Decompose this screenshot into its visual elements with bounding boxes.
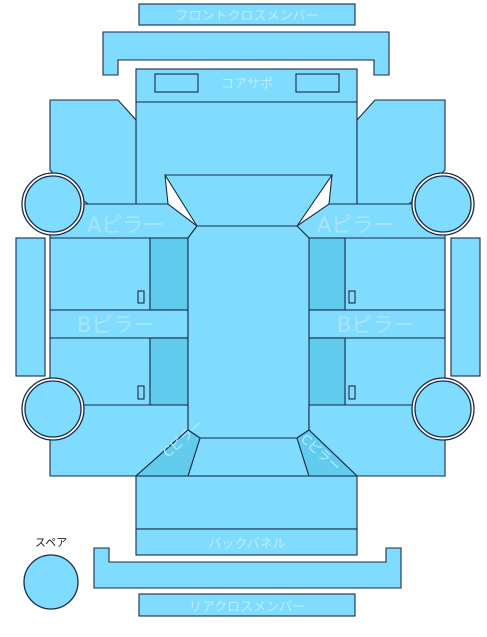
b-pillar-right[interactable]: Bピラー xyxy=(308,309,446,339)
front-cross-member-label: フロントクロスメンバー xyxy=(175,9,318,24)
a-pillar-right-label: Aピラー xyxy=(317,213,394,237)
rear-cross-member[interactable]: リアクロスメンバー xyxy=(138,593,356,617)
trunk-lid[interactable] xyxy=(135,475,358,530)
rear-cross-member-label: リアクロスメンバー xyxy=(189,600,305,615)
spare-label: スペア xyxy=(35,536,67,549)
core-support-left-slot xyxy=(154,73,199,93)
right-side-sill[interactable] xyxy=(450,237,481,377)
left-rear-door-glass xyxy=(149,337,189,406)
core-support[interactable]: コアサポ xyxy=(135,68,358,103)
a-pillar-left[interactable]: Aピラー xyxy=(49,203,198,239)
front-left-wheel[interactable] xyxy=(21,172,85,236)
left-front-door[interactable] xyxy=(49,237,189,311)
rear-left-wheel[interactable] xyxy=(21,377,85,441)
right-front-door[interactable] xyxy=(308,237,446,311)
b-pillar-left[interactable]: Bピラー xyxy=(49,309,189,339)
rear-window[interactable] xyxy=(187,437,310,477)
rear-right-wheel[interactable] xyxy=(411,377,475,441)
b-pillar-right-label: Bピラー xyxy=(337,313,414,337)
core-support-label: コアサポ xyxy=(221,77,273,92)
b-pillar-left-label: Bピラー xyxy=(77,313,154,337)
front-right-wheel[interactable] xyxy=(411,172,475,236)
right-front-door-glass xyxy=(308,237,346,311)
rear-bumper-reinforcement[interactable] xyxy=(93,547,402,589)
spare-tire[interactable]: スペア xyxy=(23,536,79,610)
left-rear-door-handle xyxy=(137,385,145,400)
right-front-door-handle xyxy=(348,290,356,304)
front-cross-member[interactable]: フロントクロスメンバー xyxy=(138,3,356,26)
left-side-sill[interactable] xyxy=(15,237,46,377)
right-rear-door-glass xyxy=(308,337,346,406)
front-bumper-reinforcement[interactable] xyxy=(102,31,390,76)
right-rear-door-handle xyxy=(348,385,356,400)
back-panel-label: バックパネル xyxy=(208,537,285,552)
left-front-door-handle xyxy=(137,290,145,304)
windshield[interactable] xyxy=(164,174,334,227)
left-front-door-glass xyxy=(149,237,189,311)
core-support-right-slot xyxy=(295,73,340,93)
a-pillar-left-label: Aピラー xyxy=(87,213,164,237)
back-panel[interactable]: バックパネル xyxy=(135,528,358,556)
roof[interactable] xyxy=(187,225,310,439)
